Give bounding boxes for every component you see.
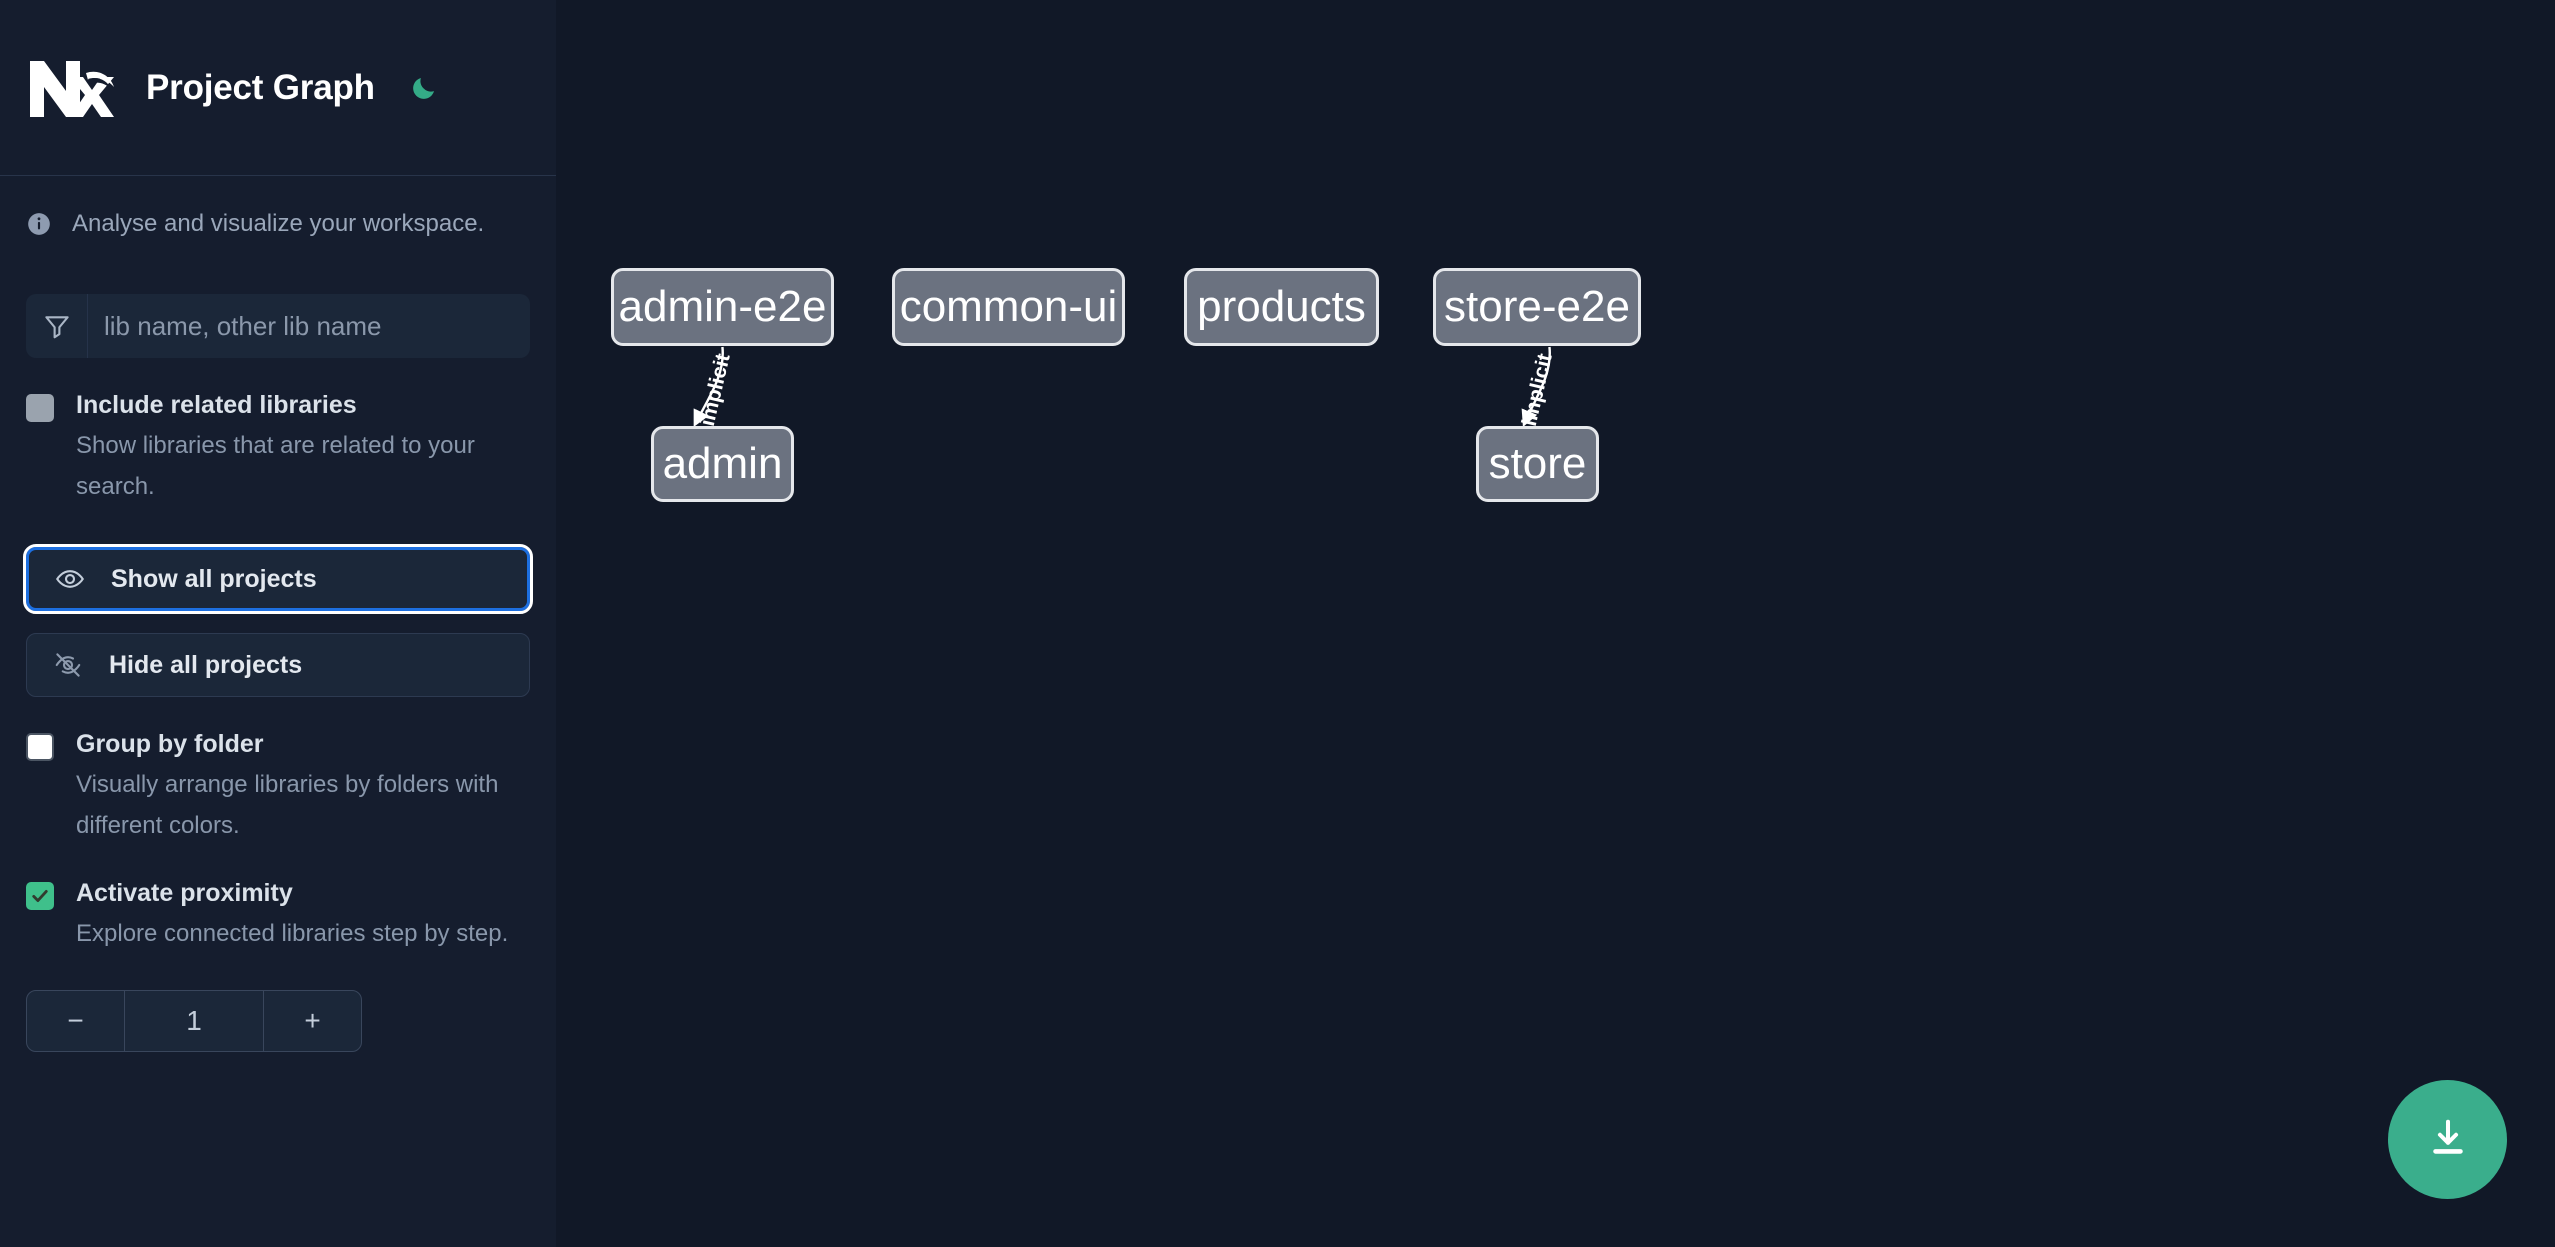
edge-label-admin: implicit [695, 351, 735, 429]
graph-node-common-ui[interactable]: common-ui [892, 268, 1125, 346]
sidebar: Project Graph Analyse and visualize your… [0, 0, 556, 1247]
option-label-include-related-libraries: Include related libraries [76, 391, 357, 419]
stepper-decrement-button[interactable]: − [27, 991, 125, 1051]
eye-off-icon [51, 648, 85, 682]
option-activate-proximity: Activate proximity Explore connected lib… [26, 876, 530, 954]
edge-label-store: implicit [1517, 351, 1557, 429]
show-all-projects-label: Show all projects [111, 564, 317, 593]
option-group-by-folder: Group by folder Visually arrange librari… [26, 727, 530, 846]
hide-all-projects-label: Hide all projects [109, 650, 303, 679]
show-all-projects-button[interactable]: Show all projects [23, 544, 533, 614]
option-desc-include-related-libraries: Show libraries that are related to your … [76, 432, 475, 500]
option-label-group-by-folder: Group by folder [76, 730, 264, 758]
graph-node-admin[interactable]: admin [651, 426, 794, 502]
checkbox-include-related-libraries[interactable] [26, 394, 54, 422]
tagline-text: Analyse and visualize your workspace. [72, 210, 485, 237]
nx-logo-icon [26, 55, 118, 121]
filter-row [26, 294, 530, 358]
checkbox-group-by-folder[interactable] [26, 733, 54, 761]
graph-node-store-e2e[interactable]: store-e2e [1433, 268, 1641, 346]
proximity-stepper: − 1 + [26, 990, 362, 1052]
graph-node-products[interactable]: products [1184, 268, 1379, 346]
graph-canvas[interactable]: implicit implicit admin-e2e common-ui pr… [556, 0, 2555, 1247]
app-title: Project Graph [146, 67, 375, 107]
visibility-buttons: Show all projects Hide all projects [23, 544, 533, 697]
funnel-icon [26, 294, 88, 358]
download-icon [2425, 1115, 2471, 1164]
search-input[interactable] [88, 294, 530, 358]
eye-icon [53, 562, 87, 596]
option-desc-group-by-folder: Visually arrange libraries by folders wi… [76, 771, 499, 839]
stepper-increment-button[interactable]: + [263, 991, 361, 1051]
info-icon [26, 211, 52, 237]
sidebar-body: Include related libraries Show libraries… [0, 294, 556, 1052]
option-label-activate-proximity: Activate proximity [76, 879, 293, 907]
checkbox-activate-proximity[interactable] [26, 882, 54, 910]
download-graph-button[interactable] [2388, 1080, 2507, 1199]
sidebar-tagline: Analyse and visualize your workspace. [0, 176, 556, 272]
option-include-related-libraries: Include related libraries Show libraries… [26, 388, 530, 507]
hide-all-projects-button[interactable]: Hide all projects [26, 633, 530, 697]
moon-icon[interactable] [405, 69, 443, 107]
stepper-value: 1 [186, 1005, 202, 1036]
graph-node-admin-e2e[interactable]: admin-e2e [611, 268, 834, 346]
option-desc-activate-proximity: Explore connected libraries step by step… [76, 920, 509, 947]
graph-edges [693, 346, 1551, 428]
sidebar-header: Project Graph [0, 0, 556, 176]
graph-node-store[interactable]: store [1476, 426, 1599, 502]
